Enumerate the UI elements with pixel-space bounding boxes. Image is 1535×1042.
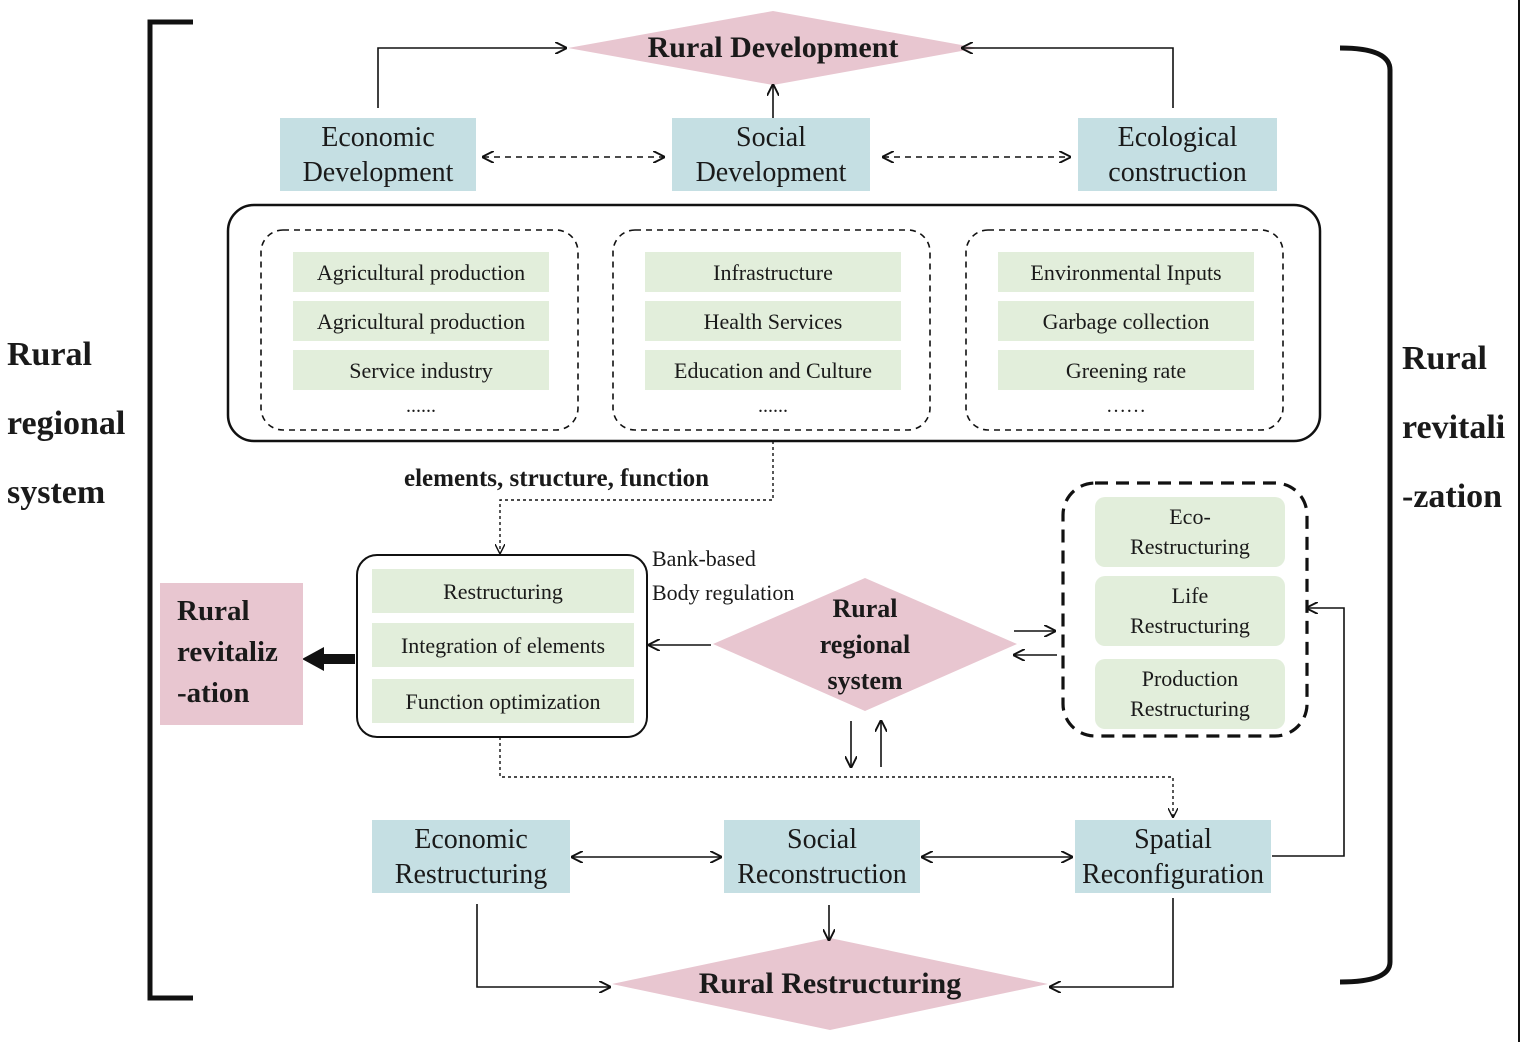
- social-development-box: Social Development: [672, 118, 870, 191]
- economic-development-box: Economic Development: [280, 118, 476, 191]
- type-line: Restructuring: [1130, 696, 1250, 721]
- box-line: Ecological: [1117, 121, 1238, 153]
- indicator-item: Agricultural production: [293, 252, 549, 292]
- indicator-item: Infrastructure: [645, 252, 901, 292]
- left-label-line: regional: [7, 405, 126, 442]
- box-line: Restructuring: [394, 858, 548, 890]
- regulation-item: Restructuring: [372, 569, 634, 613]
- indicator-item: Garbage collection: [998, 301, 1254, 341]
- indicator-item: Environmental Inputs: [998, 252, 1254, 292]
- regulation-label: Bank-based Body regulation: [652, 542, 832, 610]
- elements-structure-function-label: elements, structure, function: [404, 465, 710, 492]
- box-line: Reconstruction: [737, 858, 907, 890]
- rural-development-label: Rural Development: [647, 31, 899, 64]
- indicator-item: Education and Culture: [645, 350, 901, 390]
- regulation-label-line: Bank-based: [652, 546, 756, 571]
- outcome-line: revitaliz: [177, 636, 278, 668]
- type-line: Eco-: [1169, 504, 1211, 529]
- box-line: Economic: [414, 823, 528, 855]
- right-bracket: [1339, 45, 1393, 985]
- box-line: Social: [736, 121, 806, 153]
- production-restructuring-box: Production Restructuring: [1095, 659, 1285, 729]
- rural-regional-system-label: Rural regional system: [780, 591, 950, 699]
- outcome-line: Rural: [177, 595, 250, 627]
- regulation-item: Integration of elements: [372, 623, 634, 667]
- outcome-line: -ation: [177, 677, 250, 709]
- indicator-more: ……: [1106, 394, 1146, 417]
- right-side-label: Rural revitali -zation: [1402, 324, 1517, 531]
- indicator-item: Greening rate: [998, 350, 1254, 390]
- indicator-item: Service industry: [293, 350, 549, 390]
- spatial-reconfiguration-box: Spatial Reconfiguration: [1075, 820, 1271, 893]
- box-line: Social: [787, 823, 857, 855]
- rural-restructuring-label: Rural Restructuring: [698, 967, 962, 1000]
- rural-development-diamond: [568, 11, 978, 85]
- right-label-line: -zation: [1402, 478, 1503, 515]
- box-line: Spatial: [1134, 823, 1212, 855]
- indicator-item: Agricultural production: [293, 301, 549, 341]
- regulation-item: Function optimization: [372, 679, 634, 723]
- box-line: Reconfiguration: [1082, 858, 1264, 890]
- rural-regional-system-diamond: [713, 578, 1017, 711]
- left-label-line: system: [7, 474, 106, 511]
- rural-revitalization-box: Rural revitaliz -ation: [160, 583, 303, 725]
- rural-restructuring-diamond: [612, 938, 1048, 1030]
- type-line: Production: [1141, 666, 1239, 691]
- left-label-line: Rural: [7, 336, 92, 373]
- indicator-container: [226, 203, 1322, 443]
- left-bracket: [147, 19, 193, 1001]
- regulation-label-line: Body regulation: [652, 580, 795, 605]
- life-restructuring-box: Life Restructuring: [1095, 576, 1285, 646]
- indicator-more: ......: [406, 394, 436, 417]
- type-line: Restructuring: [1130, 613, 1250, 638]
- left-side-label: Rural regional system: [7, 320, 147, 527]
- type-line: Restructuring: [1130, 534, 1250, 559]
- indicator-item: Health Services: [645, 301, 901, 341]
- center-line: Rural: [832, 594, 898, 623]
- eco-restructuring-box: Eco- Restructuring: [1095, 497, 1285, 567]
- right-label-line: revitali: [1402, 409, 1506, 446]
- box-line: Economic: [321, 121, 435, 153]
- box-line: Development: [302, 156, 454, 188]
- ecological-construction-box: Ecological construction: [1078, 118, 1277, 191]
- indicator-more: ......: [758, 394, 788, 417]
- social-reconstruction-box: Social Reconstruction: [724, 820, 920, 893]
- right-label-line: Rural: [1402, 340, 1487, 377]
- box-line: construction: [1108, 156, 1247, 188]
- center-line: regional: [819, 630, 911, 659]
- box-line: Development: [695, 156, 847, 188]
- type-line: Life: [1171, 583, 1209, 608]
- center-line: system: [827, 666, 903, 695]
- economic-restructuring-box: Economic Restructuring: [372, 820, 570, 893]
